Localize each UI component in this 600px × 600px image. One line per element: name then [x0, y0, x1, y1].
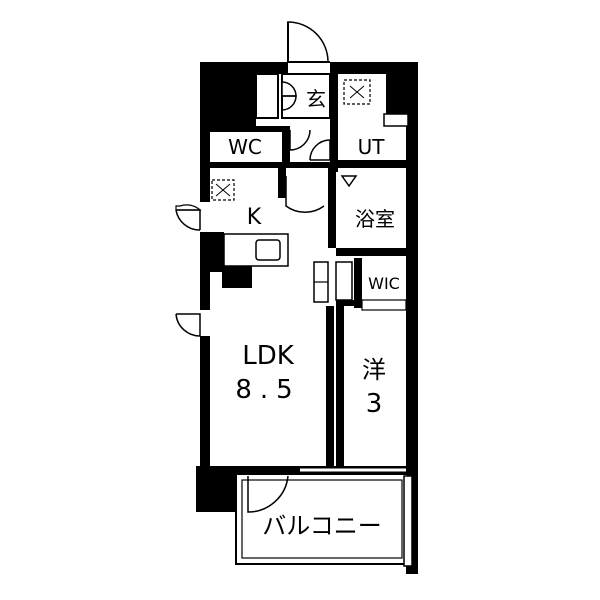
label-bath: 浴室: [355, 207, 395, 231]
label-ut: UT: [358, 135, 386, 159]
washer-pan: [343, 79, 371, 105]
room-labels: 玄 WC UT K 浴室 WIC LDK 8.5 洋 3 バルコニー: [228, 87, 400, 540]
label-ldk-size: 8.5: [235, 375, 300, 405]
label-wc: WC: [228, 135, 262, 159]
wc-door: [289, 129, 311, 151]
ut-door: [309, 139, 331, 161]
bath-door-mark: [340, 175, 358, 188]
kitchen-counter: [223, 233, 289, 267]
label-ldk: LDK: [242, 341, 295, 371]
balcony-area: [235, 467, 413, 567]
label-entrance: 玄: [306, 87, 326, 111]
entrance-door: [287, 21, 330, 63]
label-wic: WIC: [368, 274, 400, 293]
ut-vanity: [383, 113, 409, 127]
wic-shelf: [361, 299, 407, 311]
kitchen-window: [175, 204, 202, 231]
label-kitchen: K: [247, 205, 262, 230]
fridge-space: [211, 179, 235, 201]
label-balcony: バルコニー: [262, 512, 382, 540]
ldk-window: [175, 313, 201, 337]
label-western-size: 3: [366, 389, 383, 419]
hall-door: [285, 176, 325, 213]
label-western: 洋: [362, 356, 386, 384]
closet-doors: [313, 261, 353, 303]
exterior-walls: [196, 62, 418, 574]
